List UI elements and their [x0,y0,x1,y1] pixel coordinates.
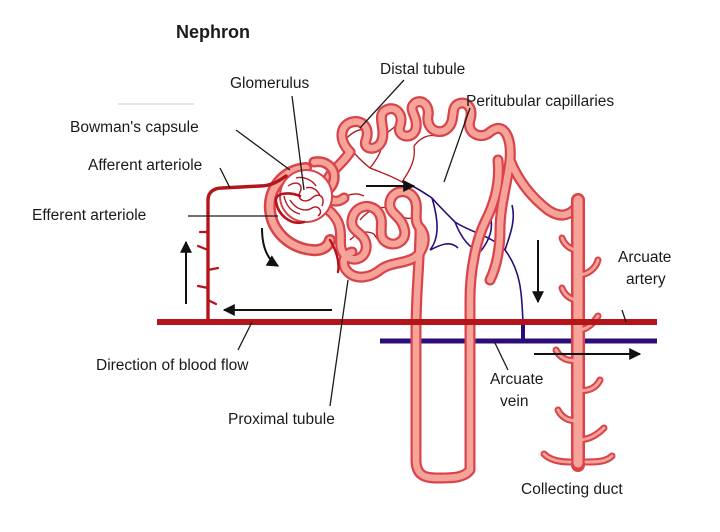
peritubular-capillaries [401,181,524,326]
label-proximal-tubule: Proximal tubule [228,411,335,428]
glomerulus [279,169,333,223]
label-peritubular-capillaries: Peritubular capillaries [466,93,614,110]
diagram-title: Nephron [176,22,250,42]
leader-lines [188,79,627,407]
label-efferent-arteriole: Efferent arteriole [32,207,146,224]
label-direction-of-blood-flow: Direction of blood flow [96,357,249,374]
arcuate-vein [380,325,657,344]
flow-arrows [180,180,642,360]
label-collecting-duct: Collecting duct [521,481,623,498]
label-distal-tubule: Distal tubule [380,61,465,78]
arterioles [196,174,340,324]
label-afferent-arteriole: Afferent arteriole [88,157,202,174]
arrow-curve-glomerulus [261,227,280,267]
renal-tubules [294,96,582,484]
label-arcuate-artery-line2: artery [626,271,666,288]
label-arcuate-vein-line2: vein [500,393,528,410]
label-arcuate-artery-line1: Arcuate [618,249,671,266]
label-glomerulus: Glomerulus [230,75,309,92]
collecting-duct [540,193,616,472]
label-arcuate-vein-line1: Arcuate [490,371,543,388]
label-bowmans-capsule: Bowman's capsule [70,119,199,136]
